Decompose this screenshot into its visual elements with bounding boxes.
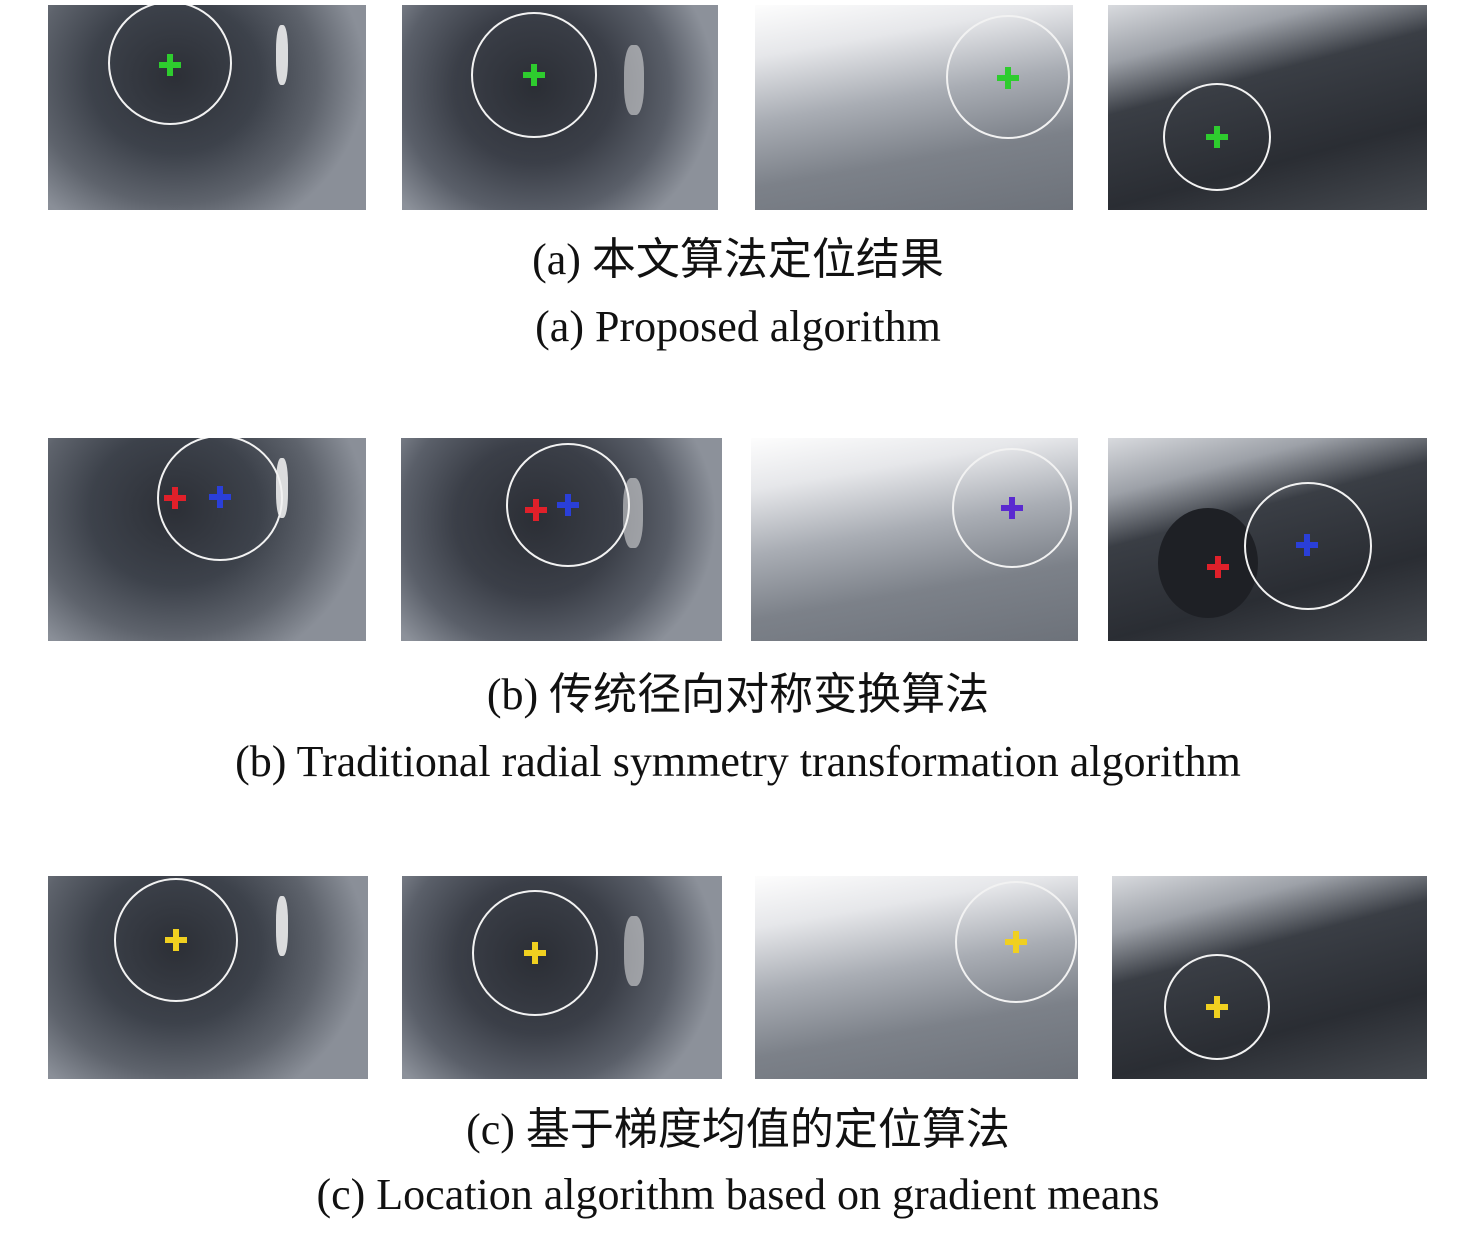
- center-marker-icon: [1206, 996, 1228, 1018]
- detected-circle: [1244, 482, 1372, 610]
- caption-a-en: (a) Proposed algorithm: [535, 302, 941, 351]
- eye-image-a2: [402, 5, 718, 210]
- detected-circle: [108, 5, 232, 125]
- eye-image-c4: [1112, 876, 1427, 1079]
- center-marker-icon: [1005, 931, 1027, 953]
- center-marker-blue-icon: [209, 486, 231, 508]
- eye-image-a4: [1108, 5, 1427, 210]
- center-marker-icon: [997, 67, 1019, 89]
- caption-c-en: (c) Location algorithm based on gradient…: [316, 1170, 1160, 1219]
- center-marker-red-icon: [1207, 556, 1229, 578]
- center-marker-icon: [165, 929, 187, 951]
- caption-b-cn: (b) 传统径向对称变换算法: [486, 670, 990, 719]
- caption-a-cn: (a) 本文算法定位结果: [532, 235, 944, 284]
- center-marker-red-icon: [525, 499, 547, 521]
- eye-image-c2: [402, 876, 722, 1079]
- eye-image-b4: [1108, 438, 1427, 641]
- detected-circle: [157, 438, 283, 561]
- detected-circle: [472, 890, 598, 1016]
- detected-circle: [952, 448, 1072, 568]
- detected-circle: [946, 15, 1070, 139]
- detected-circle: [955, 881, 1077, 1003]
- eye-image-b2: [401, 438, 722, 641]
- center-marker-red-icon: [164, 487, 186, 509]
- eye-image-c1: [48, 876, 368, 1079]
- center-marker-blue-icon: [1296, 534, 1318, 556]
- detected-circle: [506, 443, 630, 567]
- detected-circle: [1164, 954, 1270, 1060]
- eye-image-a1: [48, 5, 366, 210]
- detected-circle: [114, 878, 238, 1002]
- caption-b-en: (b) Traditional radial symmetry transfor…: [235, 737, 1241, 786]
- eye-image-c3: [755, 876, 1078, 1079]
- center-marker-icon: [1206, 126, 1228, 148]
- center-marker-icon: [524, 942, 546, 964]
- detected-circle: [1163, 83, 1271, 191]
- detected-circle: [471, 12, 597, 138]
- center-marker-icon: [159, 54, 181, 76]
- eye-image-b1: [48, 438, 366, 641]
- eye-image-b3: [751, 438, 1078, 641]
- center-marker-icon: [523, 64, 545, 86]
- center-marker-blue-icon: [557, 494, 579, 516]
- caption-c-cn: (c) 基于梯度均值的定位算法: [466, 1105, 1010, 1154]
- eye-image-a3: [755, 5, 1073, 210]
- center-marker-overlap-icon: [1001, 497, 1023, 519]
